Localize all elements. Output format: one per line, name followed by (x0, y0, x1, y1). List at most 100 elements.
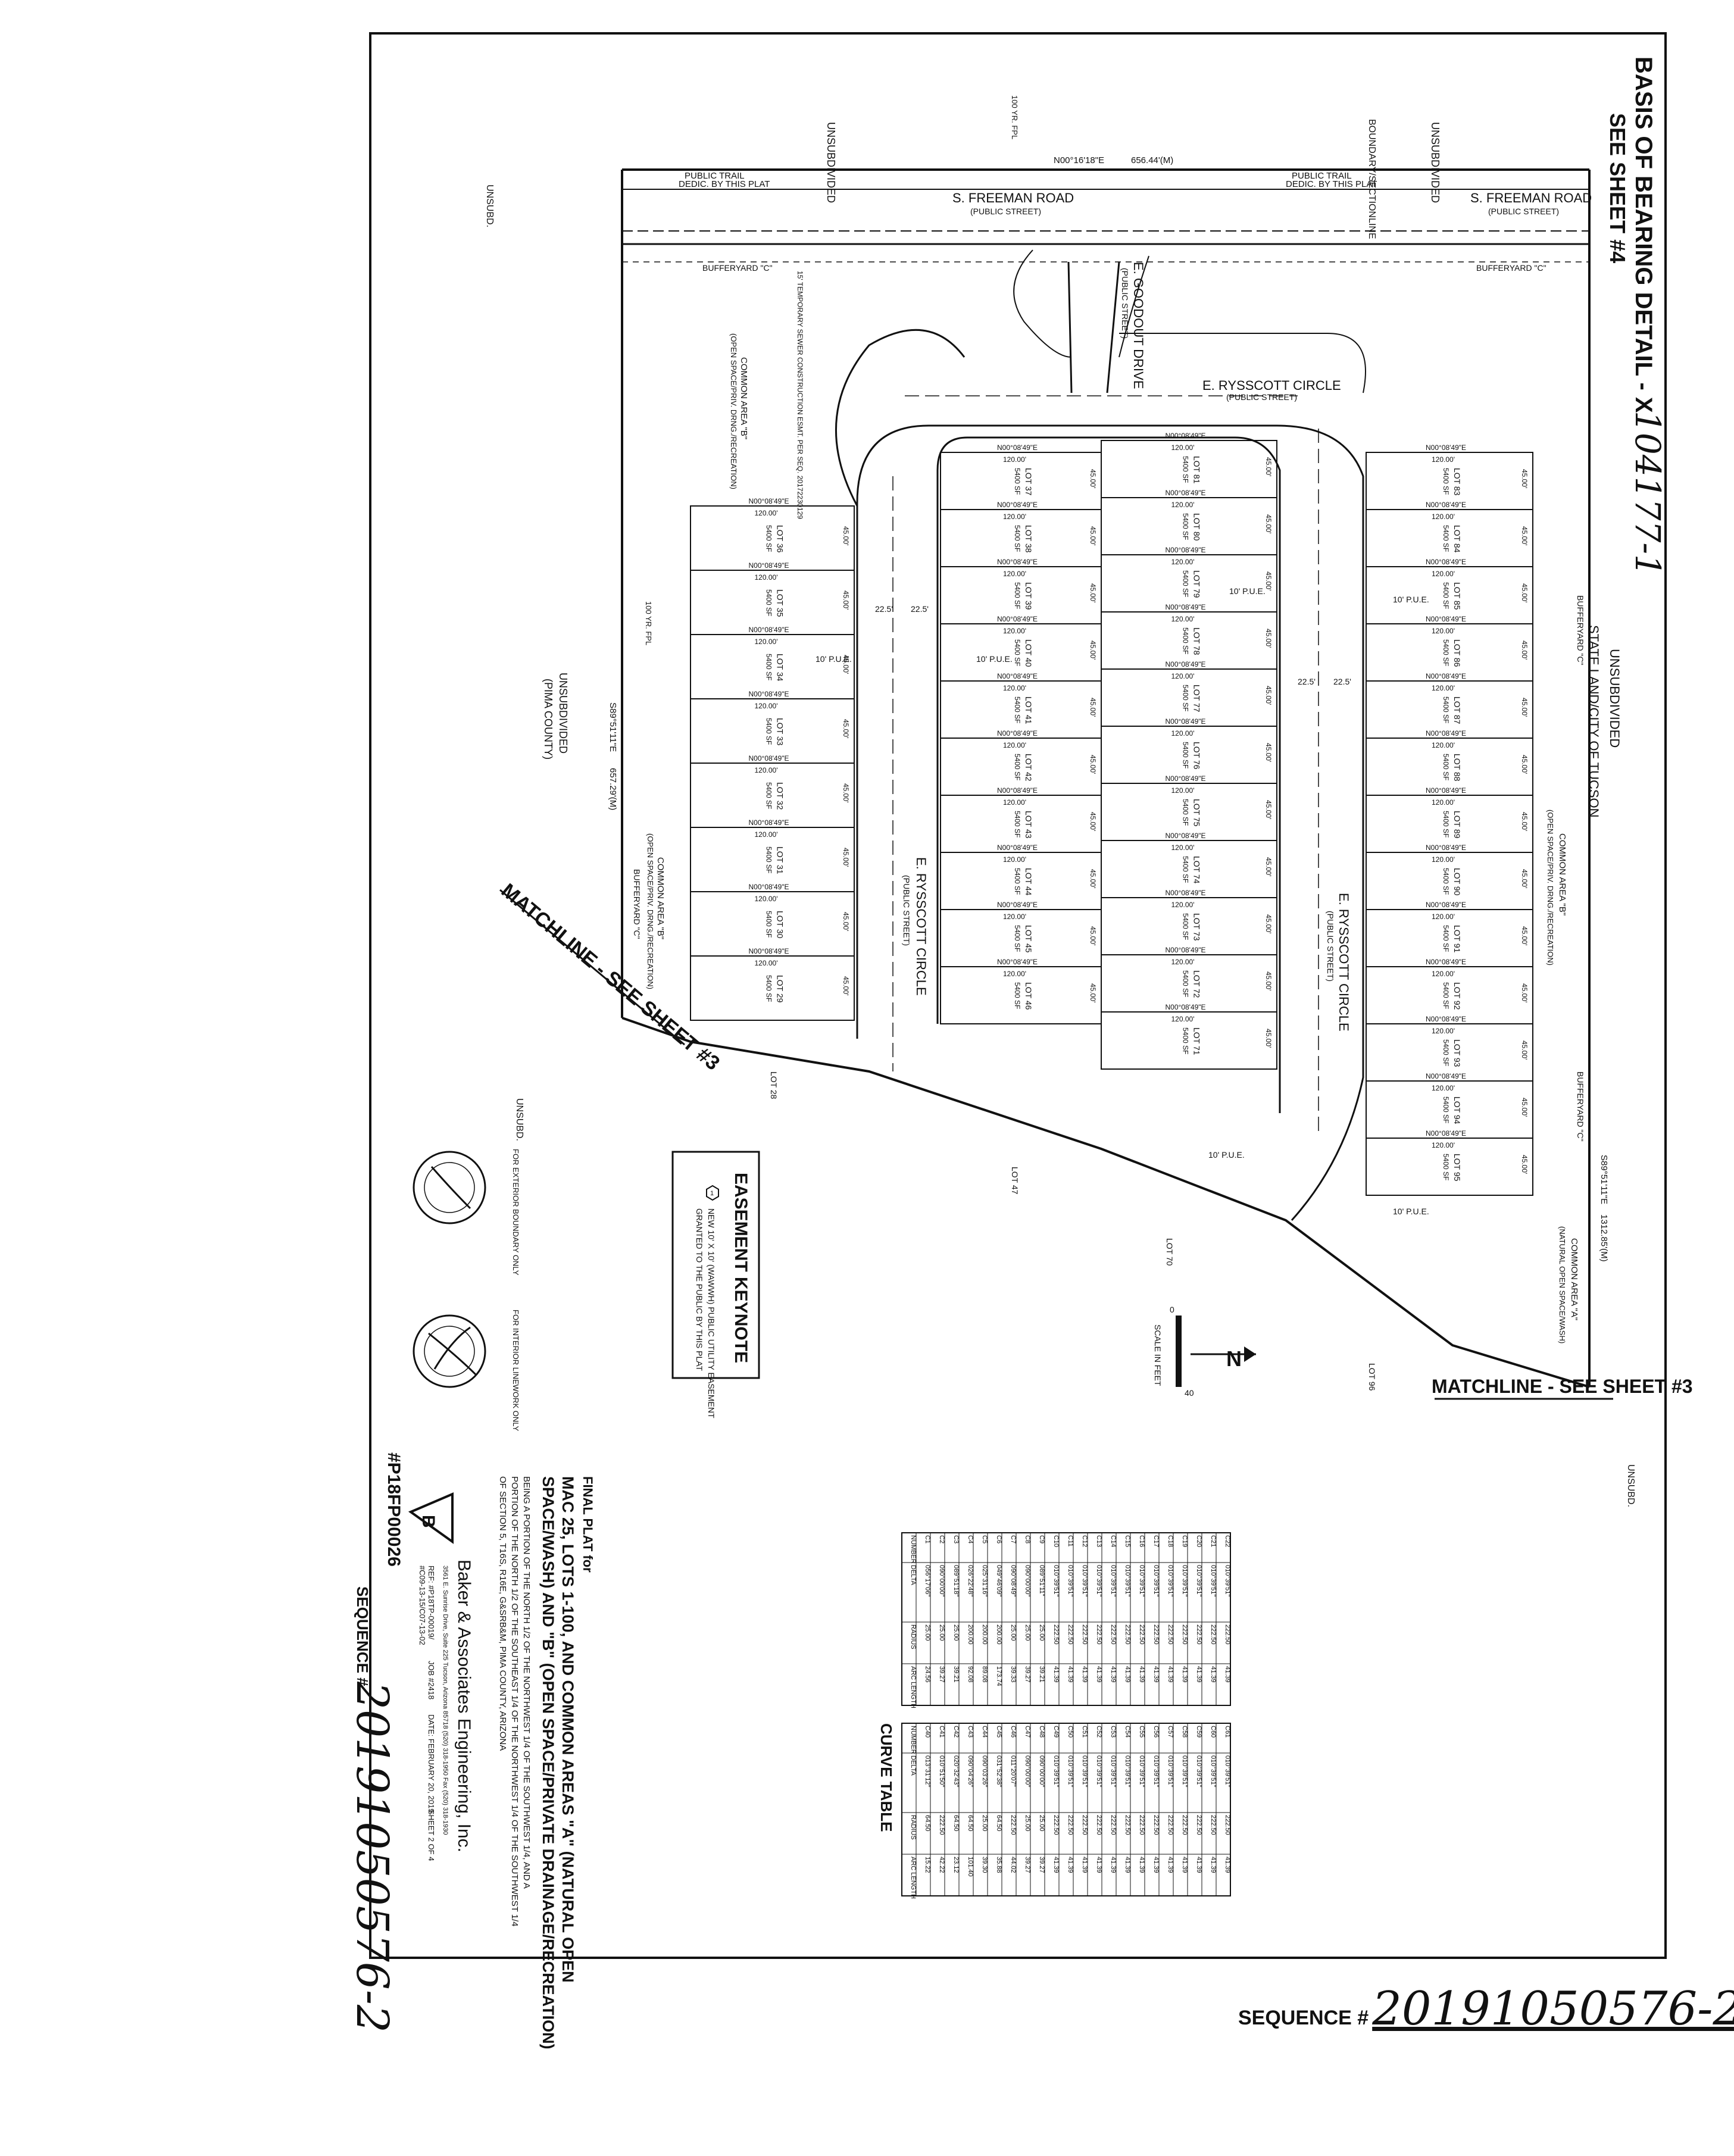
lot-dim-120: 120.00' (1171, 672, 1195, 680)
lot-dim-120: 120.00' (1171, 843, 1195, 852)
lot-dim-45: 45.00' (1264, 571, 1273, 590)
lot-bearing: N00°08'49"E (1426, 615, 1466, 623)
curve-table-cell: 222.50 (1167, 1815, 1174, 1835)
lot-area: 5400 SF (1442, 1039, 1450, 1066)
lot-dim-45: 45.00' (1264, 914, 1273, 933)
lot-dim-45: 45.00' (1089, 526, 1097, 545)
curve-table-cell: C54 (1124, 1726, 1131, 1738)
curve-table-cell: 089°51'11" (1038, 1565, 1045, 1596)
rysscott-east-label: E. RYSSCOTT CIRCLE (1336, 893, 1351, 1032)
lot-area: 5400 SF (1182, 513, 1190, 540)
lot-area: 5400 SF (1442, 696, 1450, 723)
firm-name: Baker & Associates Engineering, Inc. (454, 1560, 474, 1852)
lot-area: 5400 SF (765, 782, 773, 809)
lot-label: LOT 95 (1452, 1154, 1462, 1182)
curve-table-cell: C46 (1010, 1726, 1017, 1738)
desc-line-1: BEING A PORTION OF THE NORTH 1/2 OF THE … (521, 1476, 532, 1889)
lot-dim-45: 45.00' (1089, 812, 1097, 831)
curve-table-cell: 010°39'51" (1081, 1755, 1088, 1787)
lot-bearing: N00°08'49"E (1166, 660, 1206, 668)
dedicated-left: DEDIC. BY THIS PLAT (679, 179, 770, 189)
curve-table-cell: 010°39'51" (1110, 1565, 1117, 1596)
firm-logo-icon: B (408, 1492, 454, 1544)
curve-table-header: ARC LENGTH (910, 1857, 917, 1899)
plat-date: DATE: FEBRUARY 20, 2019 (427, 1714, 436, 1813)
lot-area: 5400 SF (1013, 468, 1021, 495)
dim-225-4: 22.5' (1333, 677, 1351, 686)
lot-dim-45: 45.00' (842, 655, 850, 674)
lot-label: LOT 33 (776, 718, 785, 746)
lot-dim-45: 45.00' (842, 590, 850, 610)
lot-label: LOT 87 (1452, 696, 1462, 724)
curve-table-cell: 010°39'51" (1210, 1755, 1217, 1787)
lot-area: 5400 SF (1442, 1154, 1450, 1180)
lot-dim-120: 120.00' (1432, 1084, 1455, 1092)
curve-table-cell: 090°08'49" (1010, 1565, 1017, 1596)
curve-table-cell: 39.27 (1024, 1857, 1031, 1873)
scale-label: SCALE IN FEET (1153, 1324, 1163, 1386)
lot-label: LOT 42 (1024, 754, 1033, 782)
lot-label: LOT 72 (1192, 970, 1202, 998)
title-line-2: SPACE/WASH) AND "B" (OPEN SPACE/PRIVATE … (539, 1476, 557, 2049)
unsubd-corner-sw: UNSUBD. (514, 1098, 524, 1141)
lot-bearing: N00°08'49"E (1166, 1003, 1206, 1011)
lot-area: 5400 SF (1182, 627, 1190, 654)
title-line-1: MAC 25, LOTS 1-100, AND COMMON AREAS "A"… (559, 1476, 577, 1983)
lot-dim-120: 120.00' (1171, 958, 1195, 966)
lot-area: 5400 SF (1182, 685, 1190, 711)
curve-table-cell: 200.00 (981, 1624, 988, 1645)
lot-dim-45: 45.00' (1520, 812, 1529, 831)
north-bearing-label: N00°16'18"E (1054, 155, 1104, 165)
lot-dim-120: 120.00' (1003, 684, 1026, 692)
west-boundary-bearing: S89°51'11"E (608, 702, 618, 752)
lot-bearing: N00°08'49"E (997, 786, 1038, 795)
lot-area: 5400 SF (1442, 925, 1450, 952)
lot-area: 5400 SF (1442, 754, 1450, 780)
curve-table-cell: C7 (1010, 1535, 1017, 1543)
lot-label: LOT 80 (1192, 513, 1202, 541)
curve-table-cell: 39.21 (1038, 1666, 1045, 1683)
curve-table-cell: 41.39 (1195, 1666, 1202, 1683)
lot-bearing: N00°08'49"E (1426, 443, 1466, 452)
curve-table-cell: 41.39 (1124, 1857, 1131, 1873)
lot-label: LOT 76 (1192, 742, 1202, 770)
curve-table-cell: 010°39'51" (1081, 1565, 1088, 1596)
lot-area: 5400 SF (1013, 639, 1021, 666)
curve-table-cell: 64.50 (952, 1815, 960, 1832)
sheet-border (369, 32, 1667, 1959)
curve-table-cell: 222.50 (938, 1815, 945, 1835)
lot-dim-120: 120.00' (1171, 786, 1195, 795)
ref-line-2: #C09-13-15/C07-13-02 (418, 1566, 427, 1645)
unsubd-corner-se: UNSUBD. (1626, 1464, 1636, 1507)
lot-label: LOT 83 (1452, 468, 1462, 496)
lot-dim-120: 120.00' (755, 959, 778, 967)
common-area-b-east-desc: (OPEN SPACE/PRIV. DRNG./RECREATION) (1546, 810, 1555, 965)
curve-table-cell: 25.00 (981, 1815, 988, 1832)
curve-table-cell: 222.50 (1067, 1624, 1074, 1645)
lot-bearing: N00°08'49"E (749, 497, 789, 505)
curve-table-cell: 056°17'06" (924, 1565, 931, 1596)
lot-bearing: N00°08'49"E (1426, 558, 1466, 566)
lot-area: 5400 SF (765, 654, 773, 680)
curve-table-cell: 25.00 (938, 1624, 945, 1641)
curve-table-cell: C11 (1067, 1535, 1074, 1546)
lot-bearing: N00°08'49"E (749, 754, 789, 763)
curve-table-cell: C61 (1224, 1726, 1231, 1738)
lot-area: 5400 SF (1442, 811, 1450, 838)
lot-dim-120: 120.00' (1432, 684, 1455, 692)
lot-dim-45: 45.00' (1520, 640, 1529, 660)
curve-table-cell: 39.33 (1010, 1666, 1017, 1683)
curve-table-cell: 15.22 (924, 1857, 931, 1873)
curve-table-cell: 010°39'51" (1138, 1755, 1145, 1787)
curve-table-cell: C21 (1210, 1535, 1217, 1547)
lot-dim-120: 120.00' (1003, 970, 1026, 978)
lot-dim-45: 45.00' (1520, 869, 1529, 888)
matchline-west (499, 889, 685, 1046)
curve-table-cell: 41.39 (1067, 1666, 1074, 1683)
west-boundary-distance: 657.29'(M) (608, 768, 618, 810)
lot-bearing: N00°08'49"E (1166, 717, 1206, 726)
lot-bearing: N00°08'49"E (749, 626, 789, 634)
